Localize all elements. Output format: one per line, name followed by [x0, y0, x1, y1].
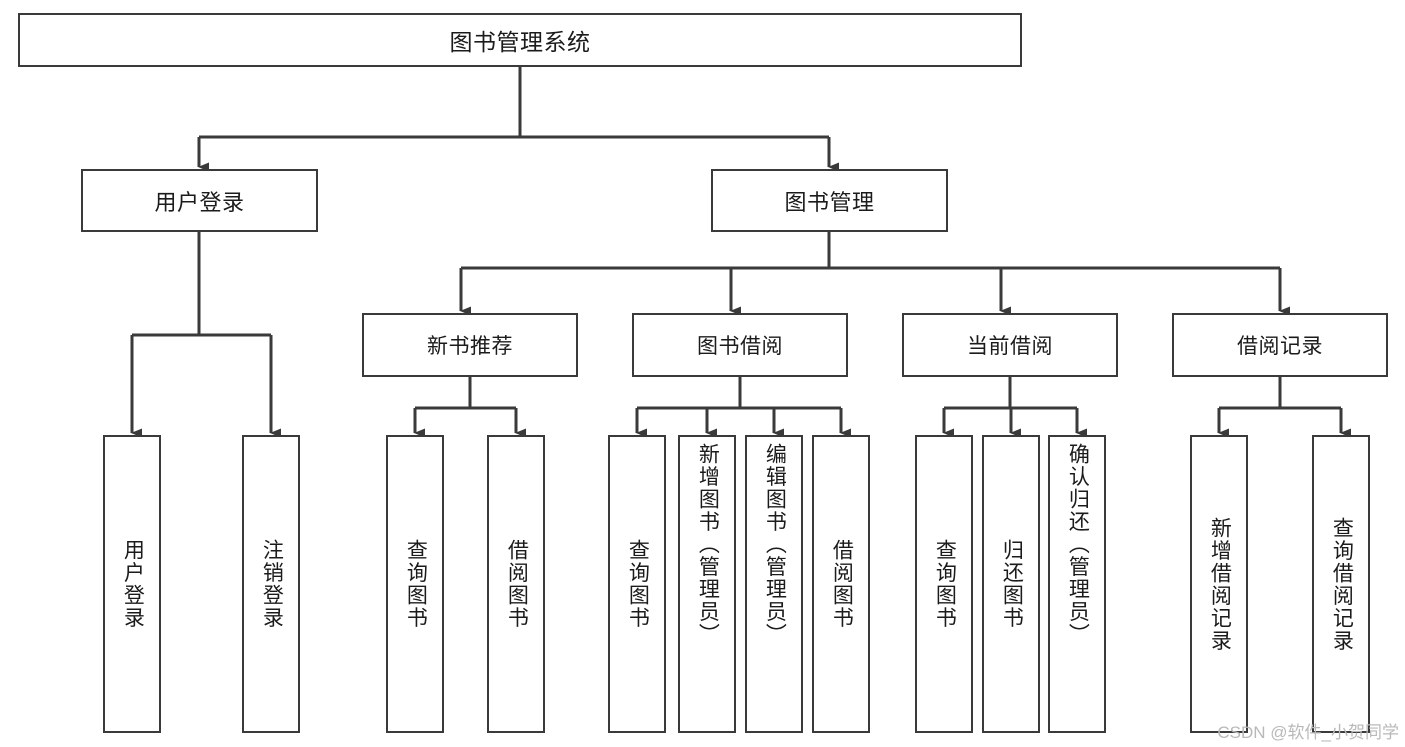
node-leaf-logout-login[interactable]: 注销登录	[242, 435, 300, 733]
node-new-book-recommend[interactable]: 新书推荐	[362, 313, 578, 377]
node-leaf-add-book-admin[interactable]: 新增图书（管理员）	[678, 435, 736, 733]
node-label: 借阅记录	[1237, 335, 1323, 358]
node-current-borrow[interactable]: 当前借阅	[902, 313, 1118, 377]
node-label: 当前借阅	[967, 335, 1053, 358]
connector-paths	[130, 67, 1351, 438]
node-book-borrow[interactable]: 图书借阅	[632, 313, 848, 377]
node-label: 图书借阅	[697, 335, 783, 358]
node-leaf-query-book-3[interactable]: 查询图书	[915, 435, 973, 733]
node-label: 确认归还（管理员）	[1066, 443, 1090, 646]
node-root-label: 图书管理系统	[449, 29, 591, 55]
node-leaf-borrow-book-1[interactable]: 借阅图书	[487, 435, 545, 733]
node-label: 查询图书	[404, 539, 428, 629]
node-leaf-query-book-1[interactable]: 查询图书	[386, 435, 444, 733]
node-leaf-return-book[interactable]: 归还图书	[982, 435, 1040, 733]
node-leaf-edit-book-admin[interactable]: 编辑图书（管理员）	[745, 435, 803, 733]
node-label: 用户登录	[154, 189, 245, 215]
node-leaf-query-book-2[interactable]: 查询图书	[608, 435, 666, 733]
node-label: 查询图书	[626, 539, 650, 629]
node-root[interactable]: 图书管理系统	[18, 13, 1022, 67]
node-leaf-borrow-book-2[interactable]: 借阅图书	[812, 435, 870, 733]
node-label: 编辑图书（管理员）	[763, 443, 787, 646]
node-leaf-query-borrow-record[interactable]: 查询借阅记录	[1312, 435, 1370, 733]
node-leaf-confirm-return-admin[interactable]: 确认归还（管理员）	[1048, 435, 1106, 733]
node-label: 借阅图书	[505, 539, 529, 629]
node-label: 新书推荐	[427, 335, 513, 358]
node-user-login[interactable]: 用户登录	[81, 169, 318, 232]
node-label: 归还图书	[1000, 539, 1024, 629]
node-label: 用户登录	[121, 539, 145, 629]
node-leaf-user-login[interactable]: 用户登录	[103, 435, 161, 733]
node-label: 新增图书（管理员）	[696, 443, 720, 646]
node-label: 借阅图书	[830, 539, 854, 629]
node-label: 新增借阅记录	[1208, 516, 1232, 652]
node-label: 查询图书	[933, 539, 957, 629]
node-borrow-record[interactable]: 借阅记录	[1172, 313, 1388, 377]
node-label: 注销登录	[260, 539, 284, 629]
node-book-management[interactable]: 图书管理	[711, 169, 948, 232]
node-label: 图书管理	[784, 189, 875, 215]
node-label: 查询借阅记录	[1330, 516, 1354, 652]
node-leaf-add-borrow-record[interactable]: 新增借阅记录	[1190, 435, 1248, 733]
